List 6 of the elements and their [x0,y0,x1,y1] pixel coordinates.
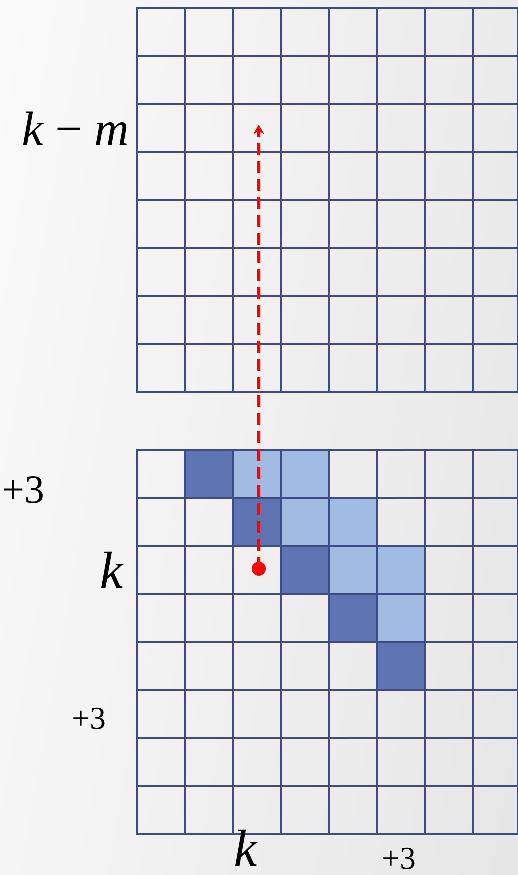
index-label: k [234,824,258,875]
offset-label: +3 [72,702,106,734]
offset-label: +3 [382,842,416,874]
offset-label: +3 [2,470,45,510]
index-label: k [100,546,124,598]
index-label: k − m [22,106,130,154]
